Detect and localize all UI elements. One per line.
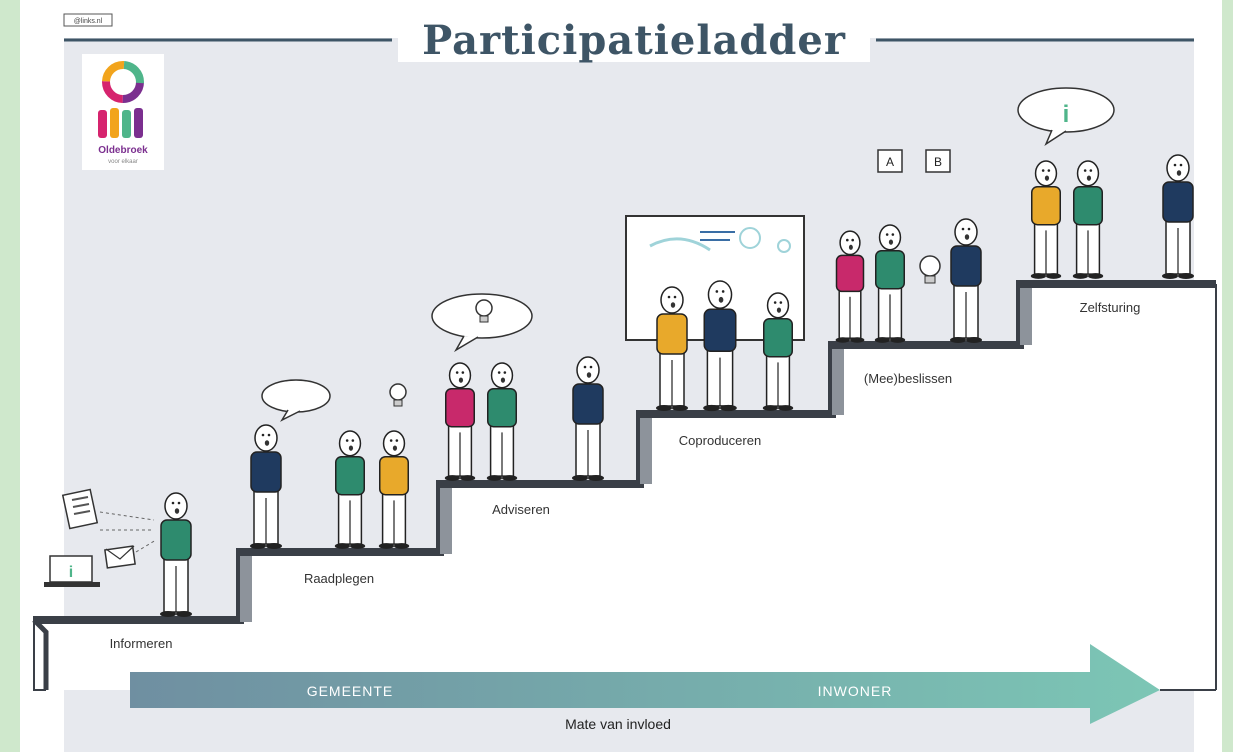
people-group xyxy=(160,154,1194,617)
person-figure xyxy=(378,430,410,549)
person-figure xyxy=(444,362,476,481)
person-figure xyxy=(486,362,518,481)
person-figure xyxy=(160,492,192,617)
envelope-icon xyxy=(104,545,136,569)
zelfsturing-info-symbol: i xyxy=(1063,101,1070,128)
title-backing xyxy=(398,14,870,62)
person-figure xyxy=(950,218,982,343)
choice-card-b-label: B xyxy=(934,155,942,169)
person-figure xyxy=(874,224,906,343)
choice-card-a-label: A xyxy=(886,155,894,169)
poster: Participatieladder @links.nl Oldebroek v… xyxy=(20,0,1222,752)
person-figure xyxy=(250,424,282,549)
influence-arrow: GEMEENTE INWONER xyxy=(130,644,1160,724)
choice-card-b xyxy=(925,149,951,173)
person-figure xyxy=(1072,160,1104,279)
logo-name: Oldebroek xyxy=(98,145,148,156)
person-figure xyxy=(703,280,737,412)
logo-figures-icon xyxy=(98,108,143,138)
speech-bubble-raadplegen xyxy=(261,379,331,422)
laptop-icon xyxy=(44,555,100,587)
credit-tag xyxy=(63,13,113,27)
person-figure xyxy=(656,286,688,411)
step-label-coproduceren: Coproduceren xyxy=(679,433,761,448)
person-figure xyxy=(762,292,794,411)
lightbulb-icon xyxy=(919,255,941,284)
arrow-caption: Mate van invloed xyxy=(565,716,671,732)
person-figure xyxy=(1030,160,1062,279)
lightbulb-icon xyxy=(475,299,493,323)
step-label-meebeslissen: (Mee)beslissen xyxy=(864,371,952,386)
oldebroek-logo: Oldebroek voor elkaar xyxy=(82,54,164,170)
speech-bubble-zelfsturing xyxy=(1017,87,1115,146)
step-label-zelfsturing: Zelfsturing xyxy=(1080,300,1141,315)
logo-tagline: voor elkaar xyxy=(108,159,138,165)
lightbulb-icon xyxy=(389,383,407,407)
person-figure xyxy=(835,230,865,343)
person-figure xyxy=(1162,154,1194,279)
arrow-right-label: INWONER xyxy=(818,683,893,699)
choice-card-a xyxy=(877,149,903,173)
step-label-informeren: Informeren xyxy=(110,636,173,651)
step-label-raadplegen: Raadplegen xyxy=(304,571,374,586)
person-figure xyxy=(334,430,366,549)
poster-title: Participatieladder xyxy=(422,17,846,64)
participation-ladder-diagram: Participatieladder @links.nl Oldebroek v… xyxy=(32,13,1217,752)
speech-bubble-adviseren xyxy=(431,293,533,353)
newspaper-icon xyxy=(61,488,99,530)
person-figure xyxy=(572,356,604,481)
staircase xyxy=(32,280,1217,691)
arrow-left-label: GEMEENTE xyxy=(307,683,394,699)
credit-label: @links.nl xyxy=(74,18,103,25)
laptop-info-symbol: i xyxy=(69,564,73,581)
step-label-adviseren: Adviseren xyxy=(492,502,550,517)
